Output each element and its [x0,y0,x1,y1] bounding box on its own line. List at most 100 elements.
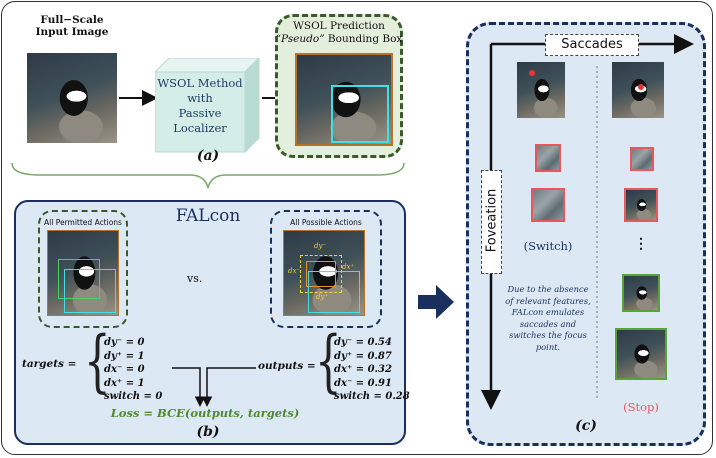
output-name: dy⁺ [334,350,353,362]
target-row-2: dx⁻ = 0 [104,364,145,375]
note: Due to the absence of relevant features,… [500,284,596,353]
ellipsis: ⋮ [634,236,648,252]
arrow-targets-to-loss [172,367,206,407]
output-value: 0.87 [367,350,392,362]
arrow-outputs-to-loss [201,367,256,407]
output-row-2: dx⁺ = 0.32 [334,364,392,375]
target-value: 0 [155,391,163,402]
output-value: 0.32 [367,364,392,375]
prediction-label: WSOL Prediction “Pseudo” Bounding Box [275,20,403,46]
output-name: dy⁻ [334,337,353,348]
brace [11,162,405,189]
left-full-image [517,62,565,118]
left-crop-2 [531,188,565,222]
permitted-green-box [58,259,100,299]
outputs-brace: { [315,321,342,400]
target-name: dy⁺ [104,350,123,362]
prediction-rest: Bounding Box [324,33,403,45]
target-name: switch [104,391,141,402]
note-line-3: FALcon emulates [511,307,585,317]
vs-label: vs. [187,272,203,285]
target-name: dy⁻ [104,337,123,348]
box-label-dy-bottom: dy⁺ [316,293,329,301]
caption-b: (b) [196,424,220,440]
output-value: 0.91 [367,377,392,389]
note-line-6: point. [535,341,561,352]
possible-yellow-box [300,255,342,293]
prediction-subtitle: “Pseudo” Bounding Box [275,33,403,46]
left-crop-1 [535,144,561,172]
output-value: 0.54 [367,337,392,348]
pseudo-bbox [331,85,389,143]
prediction-title: WSOL Prediction [293,20,385,32]
permitted-image [47,230,119,316]
output-row-0: dy⁻ = 0.54 [334,337,392,348]
target-value: 1 [137,350,145,362]
output-name: dx⁺ [334,364,353,375]
loss-formula: Loss = BCE(outputs, targets) [110,406,300,420]
right-crop-3 [622,274,660,312]
caption-c: (c) [575,418,597,434]
outputs-label: outputs = [258,360,316,372]
method-line-3: Passive [178,106,222,120]
output-value: 0.28 [385,391,410,402]
arrow-b-to-c [418,285,454,319]
right-crop-4 [615,328,667,380]
possible-box [270,210,382,328]
input-image [27,53,117,143]
possible-orange-box [306,261,336,287]
prediction-pseudo: “Pseudo” [275,33,325,45]
method-label: WSOL Method with Passive Localizer [155,76,245,136]
method-line-2: with [187,91,213,105]
targets-brace: { [84,321,111,400]
right-crop-2 [624,188,658,222]
caption-a: (a) [196,148,220,164]
target-value: 1 [137,377,145,389]
foveation-label: Foveation [484,188,500,253]
box-label-dx-left: dx⁻ [288,267,301,275]
permitted-label: All Permitted Actions [44,218,122,227]
output-row-3: dx⁻ = 0.91 [334,377,392,389]
note-line-5: switches the focus [509,330,587,340]
right-crop-1 [630,147,654,171]
targets-label: targets = [22,358,77,370]
left-focus-point [529,70,535,76]
box-label-dy-top: dy⁻ [314,242,327,250]
output-row-4: switch = 0.28 [334,391,410,402]
permitted-cyan-box [64,269,116,313]
target-name: dx⁺ [104,377,123,389]
target-row-3: dx⁺ = 1 [104,377,145,389]
method-line-4: Localizer [173,121,227,135]
method-box [155,58,260,154]
target-row-1: dy⁺ = 1 [104,350,145,362]
target-row-4: switch = 0 [104,391,163,402]
output-name: switch [334,391,371,402]
method-line-1: WSOL Method [157,76,243,90]
saccades-label: Saccades [545,34,639,56]
note-line-4: saccades and [519,318,577,329]
input-label-line-1: Full−Scale [40,14,104,26]
foveation-label-box: Foveation [481,170,502,274]
input-label-line-2: Input Image [35,26,109,38]
prediction-image [295,53,393,146]
note-line-2: of relevant features, [505,295,591,306]
note-line-1: Due to the absence [507,284,589,294]
target-value: 0 [137,337,145,348]
possible-image: dy⁻ dx⁻ dx⁺ dy⁺ [283,230,365,316]
target-name: dx⁻ [104,364,123,375]
falcon-title: FALcon [175,206,241,226]
output-name: dx⁻ [334,377,353,389]
possible-label: All Possible Actions [290,218,362,227]
target-row-0: dy⁻ = 0 [104,337,145,348]
possible-cyan-box [308,271,360,313]
permitted-box [38,210,128,328]
switch-label: (Switch) [523,239,573,253]
input-label: Full−Scale Input Image [22,14,122,38]
outputs-list: dy⁻ = 0.54 dy⁺ = 0.87 dx⁺ = 0.32 dx⁻ = 0… [334,336,410,404]
box-label-dx-right: dx⁺ [342,263,355,271]
right-full-image [612,62,664,118]
right-focus-point [638,84,644,90]
